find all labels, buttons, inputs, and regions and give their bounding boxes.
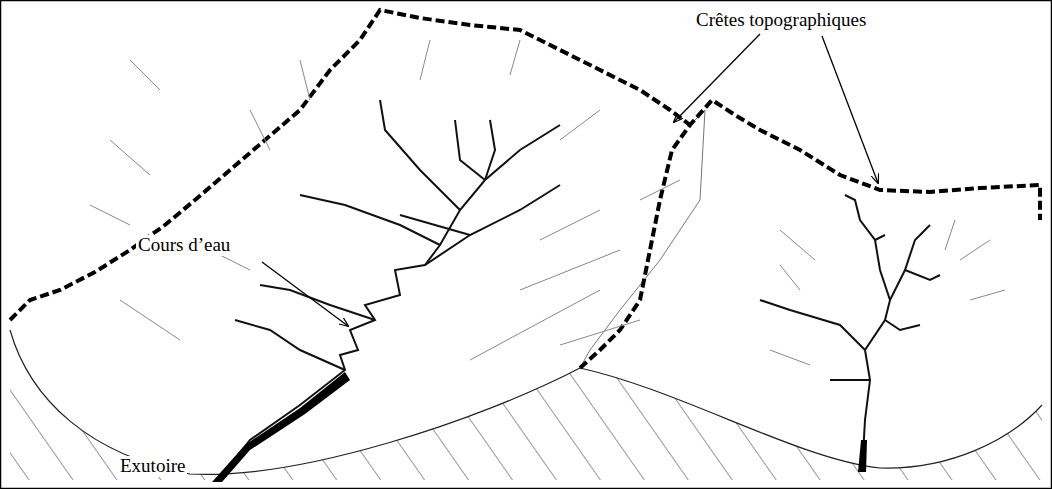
leader-arrow (822, 36, 878, 183)
ground-hatching (10, 330, 1042, 480)
label-text: Cours d’eau (136, 235, 232, 256)
ridge-line (580, 100, 1040, 368)
river (218, 100, 560, 480)
label-text: Exutoire (118, 456, 187, 477)
label-text: Crêtes topographiques (696, 10, 866, 31)
river-mouth (212, 372, 350, 482)
river (760, 195, 940, 472)
leader-arrow (262, 262, 348, 326)
basin-edge (580, 110, 705, 368)
ridge-line (10, 10, 690, 320)
leader-arrow (674, 34, 760, 122)
slope-stroke (90, 40, 1005, 365)
river-mouth (858, 440, 867, 472)
ground-line (10, 330, 1042, 474)
